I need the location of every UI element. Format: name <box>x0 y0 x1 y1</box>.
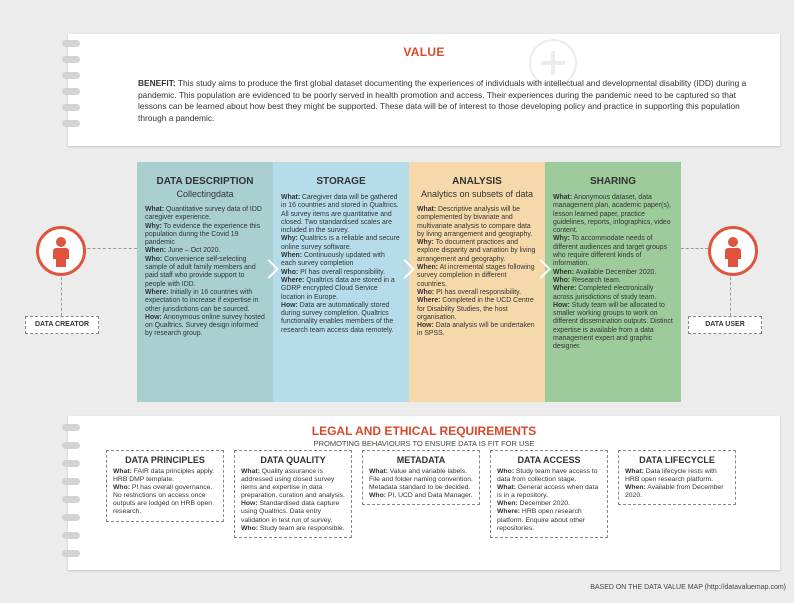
box-item: What: Data lifecycle rests with HRB open… <box>625 468 717 484</box>
box-title: DATA LIFECYCLE <box>639 455 715 465</box>
column-title: ANALYSIS <box>452 176 502 187</box>
creator-connector <box>61 272 62 316</box>
box-item: What: Quality assurance is addressed usi… <box>241 468 345 500</box>
column-item: Who: PI has overall responsibility. <box>417 288 522 296</box>
column-item: What: Descriptive analysis will be compl… <box>417 206 533 238</box>
data-user-label: DATA USER <box>688 316 762 334</box>
binding-hole <box>62 496 80 503</box>
box-data-quality: DATA QUALITY What: Quality assurance is … <box>234 450 352 538</box>
column-item: When: Available December 2020. <box>553 268 657 276</box>
source-footer: BASED ON THE DATA VALUE MAP (http://data… <box>590 584 786 591</box>
binding-hole <box>62 104 80 111</box>
binding-hole <box>62 550 80 557</box>
box-body: What: Value and variable labels. File an… <box>363 465 479 504</box>
binding-hole <box>62 478 80 485</box>
column-item: Where: Qualtrics data are stored in a GD… <box>281 276 395 301</box>
box-item: When: Available from December 2020. <box>625 484 724 500</box>
column-subtitle: Analytics on subsets of data <box>420 189 534 199</box>
box-item: What: FAIR data principles apply. HRB DM… <box>113 468 215 484</box>
column-storage: STORAGE What: Caregiver data will be gat… <box>273 162 409 402</box>
box-metadata: METADATA What: Value and variable labels… <box>362 450 480 506</box>
benefit-paragraph: BENEFIT: This study aims to produce the … <box>138 78 752 124</box>
binding-hole <box>62 56 80 63</box>
data-creator-person-icon <box>36 226 86 276</box>
box-data-principles: DATA PRINCIPLES What: FAIR data principl… <box>106 450 224 522</box>
column-item: Where: Initially in 16 countries with ex… <box>145 288 259 313</box>
column-item: When: June – Oct 2020. <box>145 247 221 255</box>
box-item: Who: PI, UCD and Data Manager. <box>369 492 473 500</box>
column-item: When: Continuously updated with each sur… <box>281 252 385 268</box>
box-item: Who: Study team are responsible. <box>241 524 345 532</box>
box-body: Who: Study team have access to data from… <box>491 465 607 537</box>
box-data-access: DATA ACCESS Who: Study team have access … <box>490 450 608 538</box>
benefit-label: BENEFIT: <box>138 78 176 88</box>
column-title: DATA DESCRIPTION <box>156 176 254 187</box>
column-title: SHARING <box>589 176 637 187</box>
column-item: Who: PI has overall responsibility. <box>281 268 386 276</box>
box-body: What: FAIR data principles apply. HRB DM… <box>107 465 223 521</box>
binding-hole <box>62 72 80 79</box>
column-item: Where: Completed electronically across j… <box>553 285 657 301</box>
value-section: VALUE BENEFIT: This study aims to produc… <box>62 34 780 146</box>
user-connector <box>730 272 731 316</box>
column-item: How: Data are automatically stored durin… <box>281 301 394 334</box>
column-item: Why: To evidence the experience this pop… <box>145 222 261 247</box>
column-item: How: Data analysis will be undertaken in… <box>417 322 535 338</box>
column-sharing: SHARING What: Anonymous dataset, data ma… <box>545 162 681 402</box>
box-title: DATA PRINCIPLES <box>125 455 205 465</box>
column-body: What: Anonymous dataset, data management… <box>553 194 673 352</box>
column-item: Why: Qualtrics is a reliable and secure … <box>281 235 400 251</box>
box-item: How: Standardised data capture using Qua… <box>241 500 340 524</box>
value-title: VALUE <box>403 45 445 59</box>
box-item: Where: HRB open research platform. Enqui… <box>497 508 586 532</box>
box-body: What: Quality assurance is addressed usi… <box>235 465 351 537</box>
benefit-text: This study aims to produce the first glo… <box>138 78 747 123</box>
legal-subtitle: PROMOTING BEHAVIOURS TO ENSURE DATA IS F… <box>313 439 535 448</box>
creator-to-flow-line <box>82 248 137 249</box>
column-item: What: Anonymous dataset, data management… <box>553 194 671 235</box>
box-item: What: Value and variable labels. File an… <box>369 468 473 492</box>
legal-title: LEGAL AND ETHICAL REQUIREMENTS <box>311 424 537 438</box>
binding-hole <box>62 424 80 431</box>
box-item: What: General access when data is in a r… <box>497 484 599 500</box>
column-body: What: Descriptive analysis will be compl… <box>417 206 537 339</box>
column-item: How: Study team will be allocated to sma… <box>553 301 673 351</box>
column-analysis: ANALYSIS Analytics on subsets of data Wh… <box>409 162 545 402</box>
binding-hole <box>62 88 80 95</box>
column-item: When: At incremental stages following su… <box>417 264 535 288</box>
data-user-person-icon <box>708 226 758 276</box>
binding-hole <box>62 442 80 449</box>
plus-watermark-icon <box>529 39 577 87</box>
box-item: When: December 2020. <box>497 500 570 508</box>
column-title: STORAGE <box>316 176 366 187</box>
column-item: Who: Convenience self-selecting sample o… <box>145 255 256 288</box>
binding-hole <box>62 532 80 539</box>
binding-hole <box>62 40 80 47</box>
flow-to-user-line <box>681 248 708 249</box>
column-subtitle: Collectingdata <box>176 189 234 199</box>
box-title: DATA ACCESS <box>517 455 581 465</box>
box-item: Who: PI has overall governance. No restr… <box>113 484 213 516</box>
box-item: Who: Study team have access to data from… <box>497 468 598 484</box>
box-title: METADATA <box>396 455 446 465</box>
binding-hole <box>62 120 80 127</box>
column-data-description: DATA DESCRIPTION Collectingdata What: Qu… <box>137 162 273 402</box>
column-item: What: Quantitative survey data of IDD ca… <box>145 206 262 222</box>
column-item: Why: To document practices and explore d… <box>417 239 536 263</box>
box-title: DATA QUALITY <box>260 455 326 465</box>
binding-hole <box>62 460 80 467</box>
column-item: Why: To accommodate needs of different a… <box>553 235 668 268</box>
box-body: What: Data lifecycle rests with HRB open… <box>619 465 735 504</box>
box-data-lifecycle: DATA LIFECYCLE What: Data lifecycle rest… <box>618 450 736 506</box>
column-item: Who: Research team. <box>553 276 621 284</box>
column-item: How: Anonymous online survey hosted on Q… <box>145 313 265 338</box>
data-creator-label: DATA CREATOR <box>25 316 99 334</box>
column-body: What: Quantitative survey data of IDD ca… <box>145 206 265 339</box>
column-item: What: Caregiver data will be gathered in… <box>281 194 399 235</box>
binding-hole <box>62 514 80 521</box>
column-body: What: Caregiver data will be gathered in… <box>281 194 401 335</box>
column-item: Where: Completed in the UCD Centre for D… <box>417 297 534 321</box>
